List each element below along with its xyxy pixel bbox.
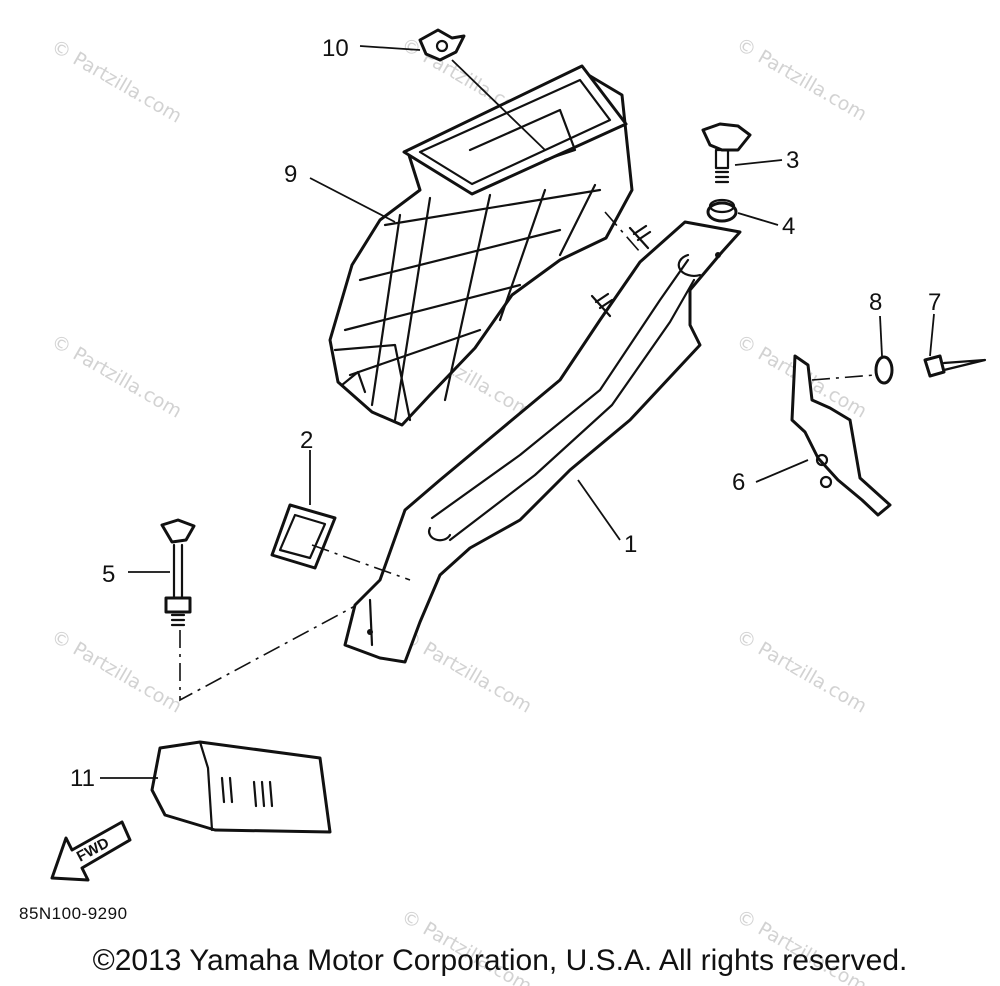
- callout-5: 5: [102, 561, 115, 588]
- callout-10: 10: [322, 35, 349, 62]
- callout-2: 2: [300, 427, 313, 454]
- mounting-hole: [715, 252, 721, 258]
- diagram-code: 85N100-9290: [19, 904, 128, 923]
- part-11-tool-bag: [150, 740, 332, 834]
- part-1-cover-panel: [343, 220, 742, 664]
- watermark-text: © Partzilla.com: [733, 625, 871, 717]
- part-2-gasket: [270, 503, 337, 570]
- part-3-wing-bolt: [701, 122, 752, 184]
- watermark-text: © Partzilla.com: [398, 625, 536, 717]
- part-5-wing-bolt-long: [160, 518, 196, 627]
- part-8-nut: [874, 355, 894, 385]
- fwd-arrow: FWD: [50, 820, 132, 882]
- leader-lines: [100, 45, 935, 779]
- callout-3: 3: [786, 147, 799, 174]
- assembly-lines: [179, 211, 876, 702]
- watermark-text: © Partzilla.com: [733, 33, 871, 125]
- callout-1: 1: [624, 531, 637, 558]
- callout-8: 8: [869, 289, 882, 316]
- callout-numbers: 10 9 3 4 8 7 2 6 1 5 11: [70, 35, 941, 792]
- part-10-wing-nut: [418, 28, 466, 62]
- watermark-text: © Partzilla.com: [48, 35, 186, 127]
- part-9-storage-box: [328, 64, 634, 427]
- part-4-grommet: [706, 198, 738, 223]
- callout-4: 4: [782, 213, 795, 240]
- part-7-screw: [923, 354, 987, 378]
- callout-9: 9: [284, 161, 297, 188]
- watermark-text: © Partzilla.com: [48, 330, 186, 422]
- callout-6: 6: [732, 469, 745, 496]
- callout-11: 11: [70, 765, 95, 792]
- copyright-notice: ©2013 Yamaha Motor Corporation, U.S.A. A…: [92, 944, 908, 977]
- watermark-text: © Partzilla.com: [48, 625, 186, 717]
- callout-7: 7: [928, 289, 941, 316]
- part-6-bracket: [790, 354, 892, 517]
- mounting-hole: [367, 629, 373, 635]
